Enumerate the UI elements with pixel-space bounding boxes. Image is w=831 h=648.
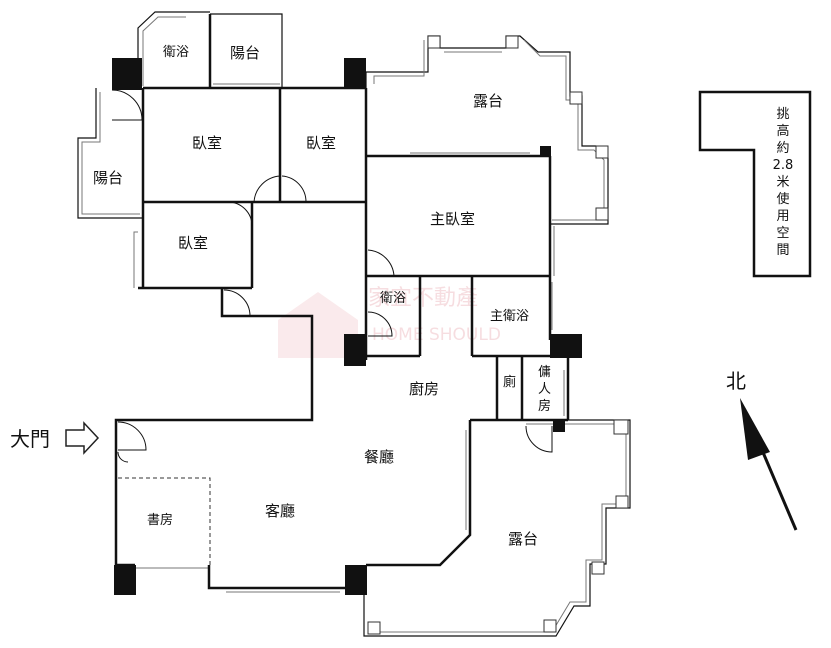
room-maid-2: 人	[538, 382, 551, 397]
room-bath-top: 衛浴	[163, 45, 189, 60]
walls-top-left	[77, 11, 609, 290]
loft-note-box	[698, 90, 812, 278]
room-study: 書房	[147, 512, 173, 528]
loft-note-char: 用	[776, 209, 789, 224]
columns	[112, 58, 582, 595]
room-master-bedroom: 主臥室	[430, 210, 475, 228]
north-label: 北	[726, 369, 746, 393]
room-terrace-bottom: 露台	[508, 530, 538, 548]
room-bedroom-1: 臥室	[192, 134, 222, 152]
room-bath-mid: 衛浴	[380, 291, 406, 306]
loft-note-char: 米	[776, 175, 789, 190]
loft-note-char: 約	[776, 141, 789, 156]
room-terrace-top: 露台	[473, 92, 503, 110]
watermark: 家宜不動產 HOME SHOULD	[278, 286, 501, 358]
room-maid-1: 傭	[538, 364, 551, 380]
loft-note-char: 使	[776, 191, 789, 207]
room-balcony-top: 陽台	[230, 44, 260, 62]
north-arrow-icon	[740, 398, 798, 531]
room-balcony-left: 陽台	[93, 169, 123, 187]
room-living: 客廳	[265, 502, 295, 520]
room-dining: 餐廳	[364, 448, 394, 466]
room-maid-3: 房	[538, 398, 551, 414]
loft-note-char: 空	[776, 226, 789, 241]
doors	[111, 89, 553, 463]
loft-note-char: 間	[776, 243, 789, 258]
room-wc: 廁	[503, 374, 516, 390]
loft-note-char: 高	[776, 123, 789, 139]
loft-note-char: 挑	[776, 107, 789, 122]
room-bedroom-2: 臥室	[306, 134, 336, 152]
watermark-en: HOME SHOULD	[372, 325, 501, 345]
room-bedroom-3: 臥室	[178, 234, 208, 252]
room-master-bath: 主衛浴	[490, 309, 529, 324]
watermark-cn: 家宜不動產	[368, 286, 478, 311]
loft-note-char: 2.8	[773, 158, 794, 173]
walls-main	[114, 288, 631, 637]
room-kitchen: 廚房	[409, 380, 439, 398]
entrance-arrow-icon	[65, 421, 100, 455]
entrance-label: 大門	[10, 427, 50, 451]
loft-note-text: 挑 高 約 2.8 米 使 用 空 間	[773, 107, 794, 258]
